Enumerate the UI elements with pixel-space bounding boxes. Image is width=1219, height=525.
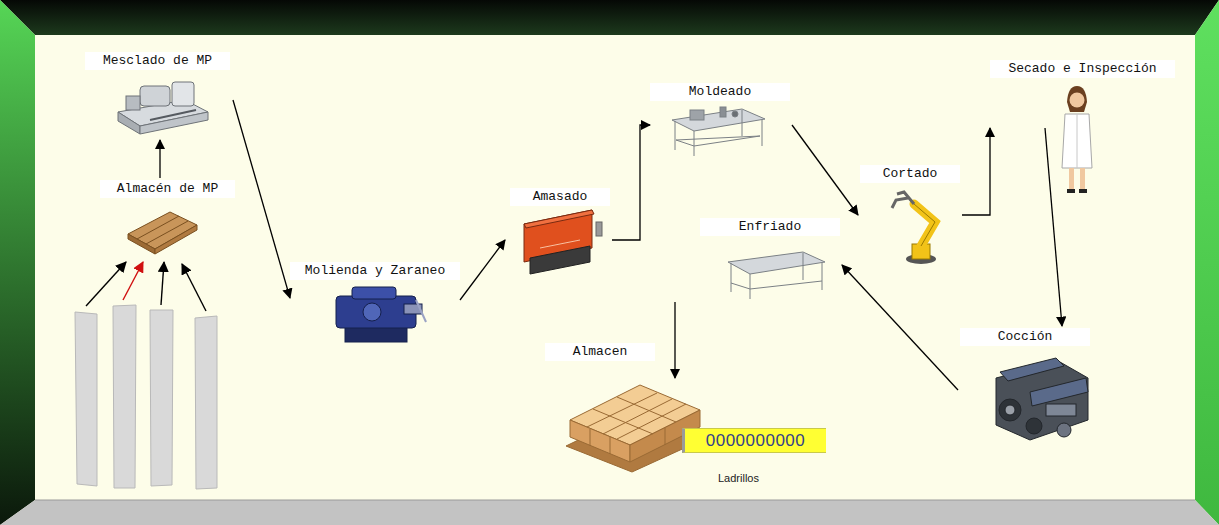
station-node: Cortado — [858, 163, 962, 268]
station-label: Almacen — [545, 343, 655, 361]
station-label: Cocción — [960, 328, 1090, 346]
molding-table — [672, 107, 765, 156]
station-node: Almacen — [560, 378, 680, 472]
station-node: Mesclado de MP — [85, 50, 233, 140]
flow-arrow — [233, 100, 290, 298]
station-node: Enfriado — [670, 216, 842, 302]
flow-arrow — [792, 125, 858, 215]
grinder-machine — [336, 287, 426, 342]
station-label: Cortado — [860, 165, 960, 183]
material-columns — [75, 305, 217, 489]
caption-label: Ladrillos — [718, 468, 759, 486]
counter-display: 0000000000 — [682, 428, 826, 453]
kiln-engine — [996, 358, 1088, 440]
mixer-machine — [118, 82, 208, 134]
station-label: Secado e Inspección — [990, 60, 1175, 78]
station-label: Amasado — [510, 188, 610, 206]
station-label: Almacén de MP — [100, 180, 235, 198]
station-label: Molienda y Zaraneo — [290, 262, 460, 280]
inspector-figure — [1062, 86, 1092, 193]
press-machine — [524, 210, 602, 274]
robot-arm — [892, 192, 936, 264]
counter-value: 0000000000 — [685, 429, 826, 452]
product-label: Ladrillos — [718, 472, 759, 484]
station-label: Mesclado de MP — [85, 52, 230, 70]
station-node: Molienda y Zaraneo — [290, 260, 460, 350]
station-node: Moldeado — [650, 81, 792, 158]
station-node: Secado e Inspección — [988, 58, 1177, 128]
station-node: Amasado — [505, 186, 612, 282]
cooling-table — [728, 252, 825, 299]
feed-arrows — [86, 262, 206, 311]
flow-arrow — [674, 302, 675, 378]
flow-arrow — [842, 265, 958, 390]
pallet — [128, 212, 197, 254]
flow-arrow — [612, 125, 650, 240]
station-node: Cocción — [958, 326, 1092, 448]
flow-arrow — [460, 240, 505, 300]
flow-arrow — [962, 128, 990, 215]
flow-arrow — [159, 140, 160, 178]
station-label: Enfriado — [700, 218, 840, 236]
station-node: Almacén de MP — [100, 178, 235, 254]
station-label: Moldeado — [650, 83, 790, 101]
flow-arrow — [1045, 128, 1062, 326]
